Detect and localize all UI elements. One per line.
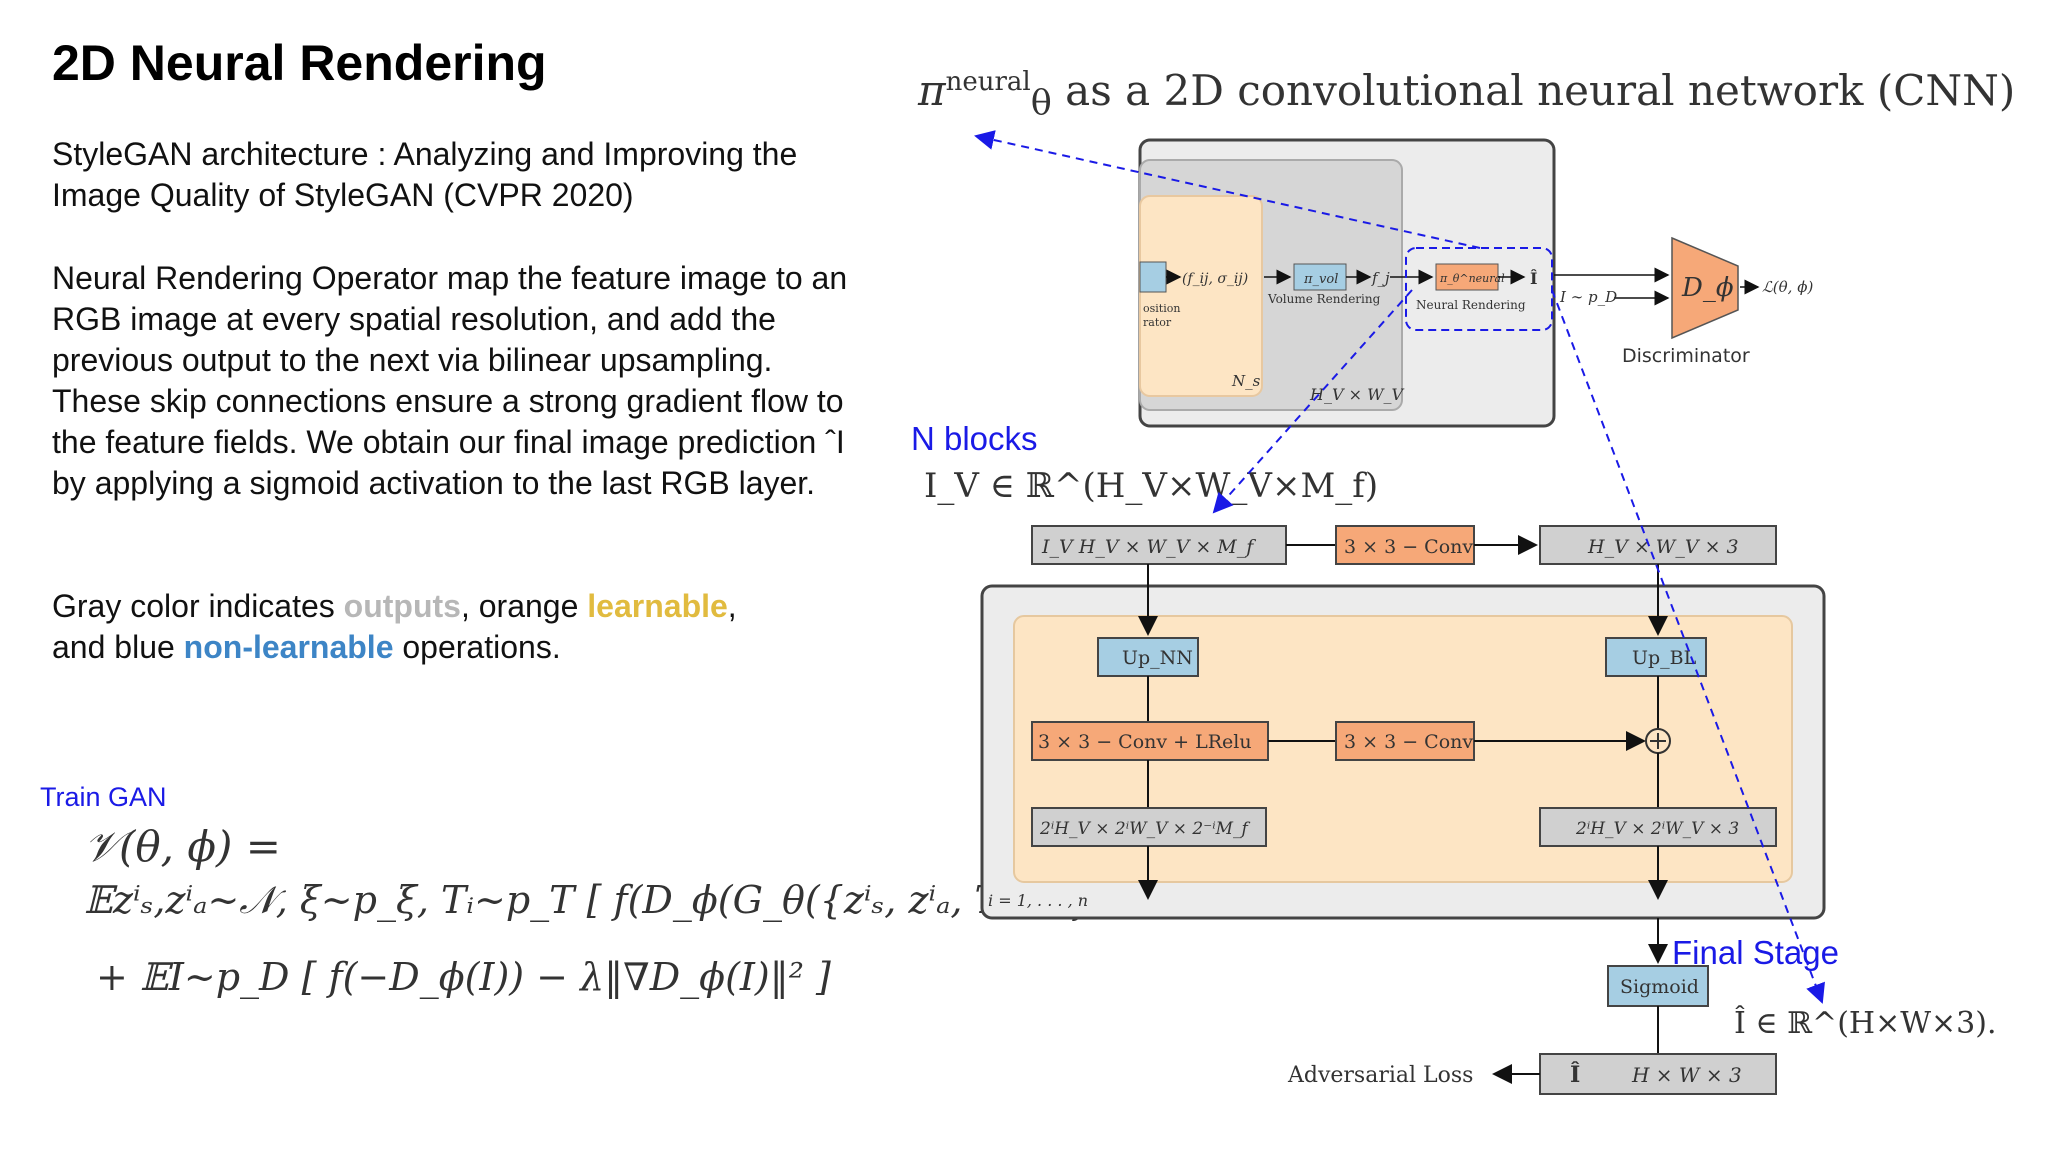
legend-learnable: learnable <box>587 588 728 624</box>
sigmoid-label: Sigmoid <box>1620 976 1699 998</box>
arrow-to-n-blocks <box>1212 289 1413 514</box>
color-legend-text: Gray color indicates outputs, orange lea… <box>52 586 852 668</box>
iv-formula: I_V ∈ ℝ^(H_V×W_V×M_f) <box>924 466 1379 506</box>
generator-crop <box>1138 138 1556 428</box>
gan-objective-line-2: 𝔼zⁱₛ,zⁱₐ∼𝒩, ξ∼p_ξ, Tᵢ∼p_T [ f(D_ϕ(G_θ({z… <box>84 878 1156 922</box>
conv-lrelu-label: 3 × 3 − Conv + LRelu <box>1038 731 1252 753</box>
d-phi-label: D_ϕ <box>1681 273 1734 303</box>
hv-wv-label: H_V × W_V <box>1309 385 1405 404</box>
pi-vol-label: π_vol <box>1303 272 1338 287</box>
conv-mid-box <box>1335 721 1475 761</box>
rgb-i-box <box>1539 807 1777 847</box>
conv-mid-label: 3 × 3 − Conv <box>1344 731 1473 753</box>
gan-objective-line-1: 𝒱(θ, ϕ) = <box>84 822 281 871</box>
discriminator-label: Discriminator <box>1622 345 1750 367</box>
out-top-label: H_V × W_V × 3 <box>1587 536 1739 558</box>
up-bl-label: Up_BL <box>1632 647 1697 669</box>
legend-outputs: outputs <box>343 588 461 624</box>
gan-objective-line-3: + 𝔼I∼p_D [ f(−D_ϕ(I)) − λ‖∇D_ϕ(I)‖² ] <box>96 955 831 999</box>
neural-rendering-highlight <box>1405 247 1553 331</box>
f-sigma-label: (f_ij, σ_ij) <box>1182 271 1248 287</box>
iv-box <box>1031 525 1287 565</box>
i-range-label: i = 1, . . . , n <box>988 891 1088 910</box>
fj-label: f_j <box>1371 269 1390 287</box>
final-stage-annotation: Final Stage <box>1672 934 1839 971</box>
cnn-title-rest: as a 2D convolutional neural network (CN… <box>1051 66 2016 115</box>
final-hat-label: Î <box>1570 1061 1580 1088</box>
final-dims-label: H × W × 3 <box>1631 1063 1742 1087</box>
i-pd-label: I ∼ p_D <box>1559 288 1617 306</box>
legend-mid3: and blue <box>52 629 184 665</box>
cnn-title-sup: neural <box>945 67 1031 97</box>
up-nn-label: Up_NN <box>1122 647 1193 669</box>
legend-pre: Gray color indicates <box>52 588 344 624</box>
conv-top-label: 3 × 3 − Conv <box>1344 536 1473 558</box>
cnn-title-sub: θ <box>1030 83 1052 124</box>
pi-neural-label: π_θ^neural <box>1439 272 1505 285</box>
conv-top-box <box>1335 525 1475 565</box>
train-gan-label: Train GAN <box>40 782 167 812</box>
volume-rendering-label: Volume Rendering <box>1267 292 1381 306</box>
legend-non-learnable: non-learnable <box>183 629 394 665</box>
cnn-title: πneuralθ as a 2D convolutional neural ne… <box>918 66 2015 123</box>
adversarial-loss-label: Adversarial Loss <box>1287 1063 1473 1088</box>
feat-i-label: 2ⁱH_V × 2ⁱW_V × 2⁻ⁱM_f <box>1039 819 1251 839</box>
neural-rendering-label: Neural Rendering <box>1416 298 1526 312</box>
neural-rendering-description: Neural Rendering Operator map the featur… <box>52 260 848 501</box>
cnn-title-pi: π <box>918 66 946 115</box>
ihat-formula: Î ∈ ℝ^(H×W×3). <box>1734 1006 1997 1041</box>
legend-post: operations. <box>393 629 561 665</box>
pi-neural-box <box>1435 263 1499 291</box>
n-blocks-annotation: N blocks <box>911 420 1038 457</box>
pi-vol-box <box>1293 263 1347 291</box>
final-output-box <box>1539 1053 1777 1095</box>
architecture-reference: StyleGAN architecture : Analyzing and Im… <box>52 136 798 213</box>
legend-mid2: , <box>727 588 737 624</box>
up-bl-box <box>1605 637 1707 677</box>
ihat-top-label: Î <box>1530 268 1537 288</box>
feat-i-box <box>1031 807 1267 847</box>
position-fragment: osition <box>1143 302 1180 315</box>
rgb-i-label: 2ⁱH_V × 2ⁱW_V × 3 <box>1575 819 1739 839</box>
sigmoid-box <box>1607 965 1709 1007</box>
loss-label: ℒ(θ, ϕ) <box>1762 278 1813 296</box>
slide-title: 2D Neural Rendering <box>52 35 547 91</box>
arrow-to-cnn-title <box>974 130 1481 249</box>
legend-mid1: , orange <box>460 588 588 624</box>
operator-fragment: rator <box>1143 316 1172 329</box>
out-top-box <box>1539 525 1777 565</box>
discriminator-shape <box>1671 236 1739 340</box>
iv-box-label: I_V H_V × W_V × M_f <box>1041 536 1256 558</box>
arrow-to-final-output <box>1551 289 1825 1004</box>
ns-label: N_s <box>1231 372 1261 390</box>
